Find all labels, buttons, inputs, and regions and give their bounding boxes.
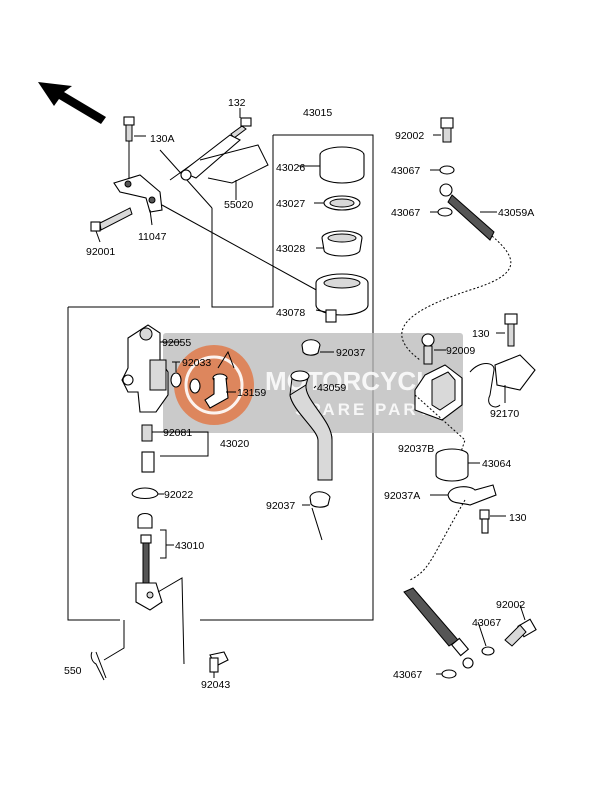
label-92037-b: 92037 [266, 500, 295, 512]
collar-43064 [435, 448, 480, 482]
circlip-92022 [131, 487, 164, 500]
clamp-92037-upper [301, 339, 334, 356]
label-43015: 43015 [303, 107, 332, 119]
label-92002-lower: 92002 [496, 599, 525, 611]
front-direction-arrow-icon [38, 82, 106, 124]
hinge-55020 [180, 134, 269, 200]
label-92022: 92022 [164, 489, 193, 501]
label-43028: 43028 [276, 243, 305, 255]
bolt-92002-top [433, 117, 454, 143]
label-43067-d: 43067 [393, 669, 422, 681]
reservoir-43078 [315, 273, 369, 323]
washer-43067-c [481, 646, 495, 656]
label-92002-top: 92002 [395, 130, 424, 142]
label-43078: 43078 [276, 307, 305, 319]
reservoir-cap-43026 [298, 146, 365, 184]
label-43064: 43064 [482, 458, 511, 470]
label-92001: 92001 [86, 246, 115, 258]
pushrod-43010 [135, 512, 174, 611]
hose-43059A [401, 183, 512, 361]
label-92170: 92170 [490, 408, 519, 420]
label-43020: 43020 [220, 438, 249, 450]
label-43067-c: 43067 [472, 617, 501, 629]
label-132: 132 [228, 97, 246, 109]
label-92037A: 92037A [384, 490, 420, 502]
label-550: 550 [64, 665, 82, 677]
label-43067-b: 43067 [391, 207, 420, 219]
hose-end-lower [403, 587, 474, 669]
piston-43020 [141, 431, 209, 473]
clamp-92037A [409, 484, 497, 581]
label-92033: 92033 [182, 357, 211, 369]
watermark-sub: SPARE PARTS [295, 400, 446, 419]
orings-92033 [170, 361, 201, 394]
label-43010: 43010 [175, 540, 204, 552]
diaphragm-plate-43027 [314, 195, 361, 211]
label-55020: 55020 [224, 199, 253, 211]
label-43026: 43026 [276, 162, 305, 174]
label-130-b: 130 [509, 512, 527, 524]
bolt-92009 [421, 333, 446, 365]
bolt-130A [123, 116, 146, 178]
piston-92081 [141, 424, 162, 442]
bracket-11047 [113, 174, 321, 293]
label-92009: 92009 [446, 345, 475, 357]
master-cylinder-body [121, 324, 182, 413]
washer-43067-a [430, 165, 455, 175]
label-92043: 92043 [201, 679, 230, 691]
label-130A: 130A [150, 133, 175, 145]
label-13159: 13159 [237, 387, 266, 399]
label-92037-a: 92037 [336, 347, 365, 359]
washer-43067-b [430, 207, 453, 217]
hose-43059 [289, 370, 333, 481]
washer-43067-d [436, 669, 457, 679]
bracket-92170 [469, 354, 536, 408]
clamp-92037-lower [302, 491, 331, 541]
bolt-92001 [90, 207, 133, 243]
label-92037B: 92037B [398, 443, 434, 455]
bolt-130-b [479, 509, 506, 534]
label-43059A: 43059A [498, 207, 534, 219]
bolt-130-a [496, 313, 518, 347]
pin-92043 [157, 577, 229, 678]
cotter-pin-550 [90, 620, 125, 681]
label-11047: 11047 [138, 231, 167, 243]
label-43059: 43059 [317, 382, 346, 394]
label-43067-a: 43067 [391, 165, 420, 177]
label-43027: 43027 [276, 198, 305, 210]
label-130-a: 130 [472, 328, 490, 340]
label-92081: 92081 [163, 427, 192, 439]
label-92055: 92055 [162, 337, 191, 349]
fitting-13159 [204, 350, 236, 409]
bolt-132 [230, 108, 252, 139]
bolt-92002-lower [504, 604, 537, 647]
diaphragm-43028 [316, 230, 363, 257]
